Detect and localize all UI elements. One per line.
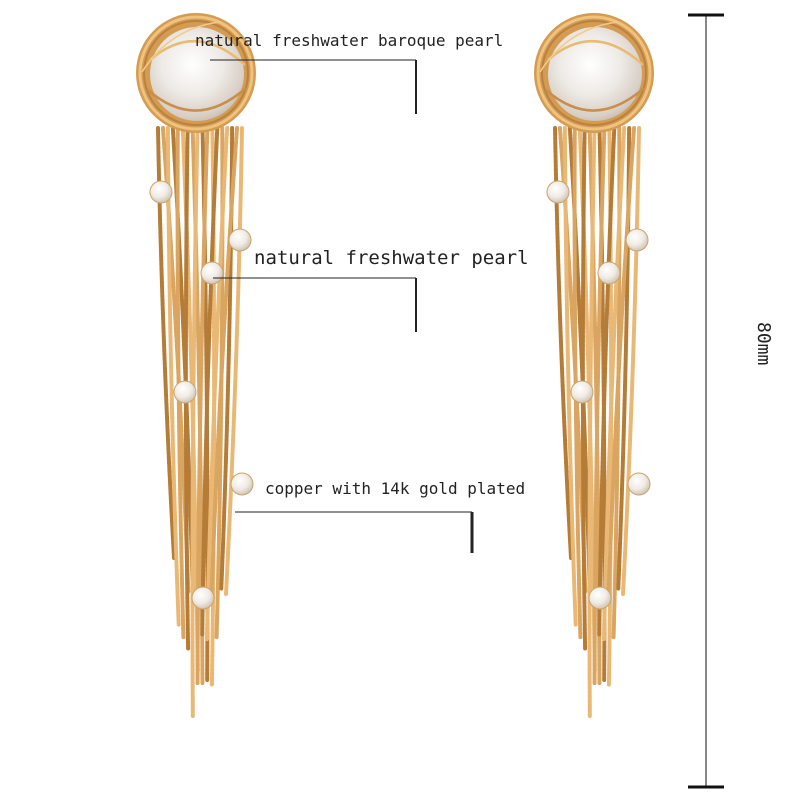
right-earring — [534, 13, 654, 719]
freshwater-pearl-label: natural freshwater pearl — [254, 247, 529, 269]
right-chain-strand — [587, 126, 597, 719]
right-chain-strand — [606, 126, 637, 594]
left-small-pearl — [228, 228, 252, 252]
right-freshwater-pearls — [546, 180, 651, 610]
left-chain-strand — [209, 126, 240, 594]
left-chain-strand — [190, 126, 200, 719]
right-baroque-pearl — [534, 13, 654, 133]
right-small-pearl — [625, 228, 649, 252]
annotation-leader-baroque — [210, 59, 417, 114]
annotation-leader-material — [235, 511, 474, 553]
left-small-pearl — [230, 472, 254, 496]
baroque-pearl-label: natural freshwater baroque pearl — [195, 31, 503, 50]
left-chain-strand — [224, 126, 244, 596]
left-earring — [136, 13, 256, 719]
left-baroque-pearl — [136, 13, 256, 133]
right-chain-strand — [601, 126, 627, 642]
left-chain-strand — [204, 126, 230, 642]
left-small-pearl — [200, 261, 224, 285]
right-small-pearl — [570, 380, 594, 404]
left-small-pearl — [191, 586, 215, 610]
right-chain-strand — [597, 126, 617, 637]
left-small-pearl — [149, 180, 173, 204]
right-small-pearl — [588, 586, 612, 610]
left-chain-strand — [200, 126, 220, 637]
length-label: 80mm — [753, 322, 774, 365]
left-chain-tassel — [156, 126, 244, 719]
right-chain-tassel — [553, 126, 641, 719]
left-freshwater-pearls — [149, 180, 254, 610]
material-label: copper with 14k gold plated — [265, 479, 525, 498]
dimension-bar-icon — [688, 13, 724, 789]
right-chain-strand — [621, 126, 641, 596]
right-small-pearl — [627, 472, 651, 496]
right-small-pearl — [546, 180, 570, 204]
right-small-pearl — [597, 261, 621, 285]
left-small-pearl — [173, 380, 197, 404]
annotation-leader-pearl — [213, 277, 417, 332]
